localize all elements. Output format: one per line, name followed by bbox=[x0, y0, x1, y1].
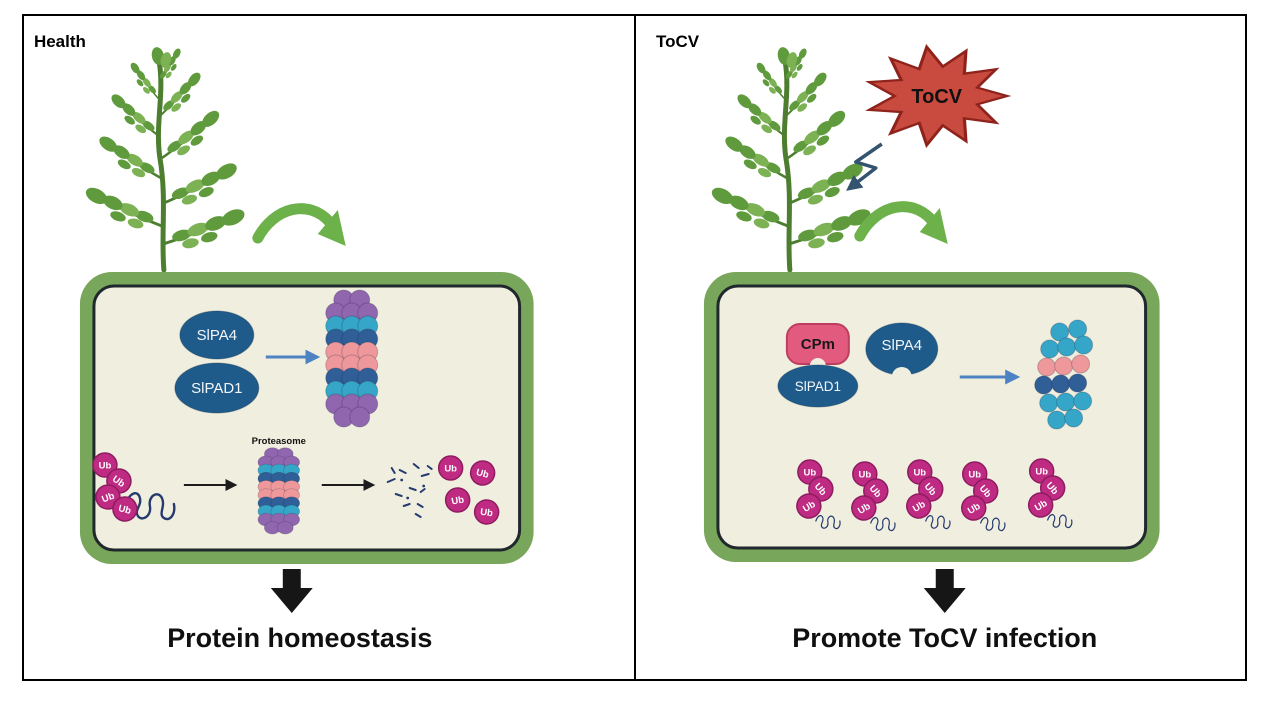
down-arrow-icon bbox=[923, 569, 966, 613]
panel-title-health: Health bbox=[34, 32, 86, 51]
assembled-proteasome bbox=[325, 289, 379, 428]
virus-label: ToCV bbox=[911, 86, 962, 108]
slpad1-label: SlPAD1 bbox=[794, 379, 840, 394]
tocv-panel-drawing: ToCV ToCV CPm SlPAD1 bbox=[655, 32, 1160, 653]
panel-tocv: ToCV ToCV CPm SlPAD1 bbox=[633, 16, 1246, 679]
figure-frame: Health SlPA4 SlPAD1 bbox=[22, 14, 1247, 681]
green-arrow-icon bbox=[258, 209, 346, 246]
disassembled-proteasome bbox=[1033, 319, 1093, 430]
panel-title-tocv: ToCV bbox=[655, 32, 699, 51]
panel-caption-health: Protein homeostasis bbox=[167, 623, 432, 653]
tomato-plant bbox=[705, 46, 874, 270]
slpad1-label: SlPAD1 bbox=[191, 380, 242, 397]
degrading-proteasome bbox=[257, 447, 300, 535]
lightning-arrow-icon bbox=[845, 142, 883, 191]
virus-burst: ToCV bbox=[864, 44, 1011, 148]
free-slpa4: SlPA4 bbox=[864, 322, 938, 387]
slpa4-label: SlPA4 bbox=[197, 327, 238, 344]
cell-membrane bbox=[703, 272, 1160, 562]
health-panel-drawing: Health SlPA4 SlPAD1 bbox=[34, 32, 534, 653]
cell-membrane bbox=[79, 272, 534, 564]
panel-health: Health SlPA4 SlPAD1 bbox=[24, 16, 634, 679]
proteasome-label: Proteasome bbox=[252, 436, 306, 447]
slpa4-label: SlPA4 bbox=[881, 337, 922, 354]
cpm-bound-complex: CPm SlPAD1 bbox=[776, 323, 858, 408]
cpm-label: CPm bbox=[800, 336, 834, 353]
proteasome-assembly-complex: SlPA4 SlPAD1 bbox=[174, 310, 260, 414]
green-arrow-icon bbox=[859, 207, 947, 244]
down-arrow-icon bbox=[270, 569, 313, 613]
tomato-plant bbox=[80, 46, 249, 270]
panel-caption-tocv: Promote ToCV infection bbox=[792, 623, 1097, 653]
